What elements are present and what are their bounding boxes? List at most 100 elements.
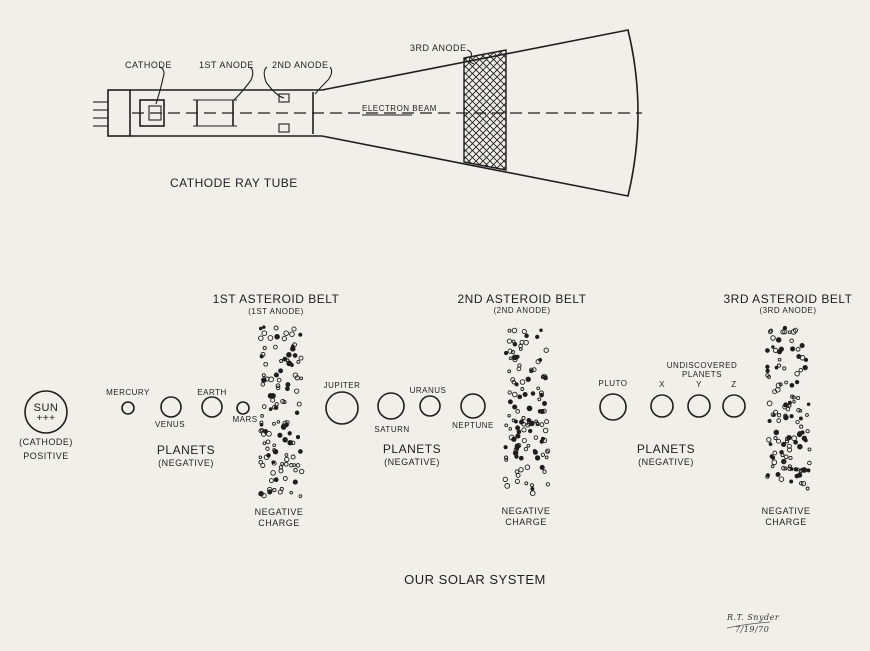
leader-second-anode-plate [314, 66, 333, 95]
planet-earth [201, 396, 223, 418]
asteroid-dot [792, 327, 799, 333]
asteroid-dot [283, 461, 289, 467]
asteroid-dot [507, 328, 512, 333]
asteroid-dot [263, 454, 270, 460]
asteroid-dot [765, 473, 770, 478]
asteroid-dot [258, 335, 264, 341]
asteroid-dot [544, 419, 550, 425]
asteroid-dot [258, 455, 263, 459]
asteroid-dot [515, 425, 521, 431]
asteroid-dot [538, 390, 544, 396]
asteroid-dot [275, 383, 281, 389]
asteroid-dot [533, 435, 539, 440]
asteroid-dot [298, 494, 303, 498]
asteroid-dot [773, 436, 778, 441]
asteroid-dot [774, 365, 779, 370]
asteroid-dot [506, 338, 512, 344]
asteroid-dot [542, 401, 547, 406]
asteroid-dot [521, 427, 527, 433]
asteroid-dot [296, 401, 302, 407]
asteroid-dot [298, 332, 303, 337]
asteroid-dot [784, 380, 788, 385]
asteroid-dot [503, 445, 508, 450]
asteroid-dot [272, 488, 277, 493]
belt-2-subtitle: (2ND ANODE) [493, 306, 551, 315]
asteroid-dot [776, 438, 781, 444]
asteroid-dot [261, 377, 265, 382]
asteroid-dot [295, 463, 301, 468]
asteroid-dot [282, 356, 288, 362]
asteroid-dot [778, 476, 785, 482]
asteroid-dot [765, 348, 770, 353]
label-mercury: MERCURY [106, 388, 150, 397]
asteroid-dot [282, 437, 288, 443]
asteroid-dot [287, 431, 292, 436]
asteroid-dot [518, 347, 523, 351]
asteroid-dot [271, 460, 276, 465]
asteroid-dot [783, 466, 788, 471]
label-saturn: SATURN [374, 425, 410, 434]
asteroid-dot [781, 441, 787, 447]
asteroid-dot [783, 454, 789, 460]
asteroid-dot [789, 338, 794, 343]
asteroid-dot [532, 449, 538, 455]
asteroid-dot [799, 343, 805, 349]
asteroid-dot [523, 446, 529, 452]
asteroid-dot [512, 404, 518, 410]
asteroid-dot [537, 397, 542, 402]
asteroid-dot [787, 403, 792, 408]
asteroid-dot [275, 385, 281, 391]
asteroid-dot [802, 364, 808, 371]
asteroid-dot [281, 335, 287, 342]
asteroid-dot [268, 407, 273, 411]
belt-2-title: 2ND ASTEROID BELT [457, 292, 587, 306]
asteroid-dot [292, 479, 298, 485]
label-earth: EARTH [197, 388, 227, 397]
label-third-anode: 3RD ANODE [410, 43, 467, 53]
belt-2-charge-line2: CHARGE [505, 517, 547, 527]
asteroid-dot [798, 481, 804, 486]
asteroid-dot [273, 372, 279, 378]
asteroid-dot [263, 361, 269, 367]
asteroid-dot [268, 376, 274, 383]
asteroid-dot [781, 466, 786, 471]
asteroid-dot [260, 414, 264, 418]
asteroid-dot [515, 433, 521, 439]
asteroid-dot [507, 348, 513, 354]
planet-venus [160, 396, 182, 418]
asteroid-dot [510, 350, 515, 355]
asteroid-dot [773, 429, 780, 436]
asteroid-dot [259, 354, 264, 359]
asteroid-dot [776, 363, 782, 368]
label-jupiter: JUPITER [323, 381, 361, 390]
asteroid-dot [777, 357, 782, 362]
asteroid-dot [264, 376, 270, 382]
sun-role: (CATHODE) [19, 437, 73, 447]
belt-3-title: 3RD ASTEROID BELT [723, 292, 853, 306]
asteroid-belt-2-dots [502, 327, 551, 497]
solar-system-title: OUR SOLAR SYSTEM [404, 572, 546, 587]
asteroid-dot [523, 339, 529, 346]
asteroid-dot [776, 418, 782, 423]
leader-second-anode [263, 66, 285, 99]
asteroid-dot [516, 366, 522, 372]
label-neptune: NEPTUNE [452, 421, 494, 430]
planets [121, 391, 746, 425]
asteroid-dot [292, 342, 297, 348]
asteroid-belt-3-dots [765, 325, 812, 491]
asteroid-dot [530, 483, 534, 488]
asteroid-dot [786, 434, 792, 441]
belt-2-charge-line1: NEGATIVE [501, 506, 551, 516]
asteroid-dot [798, 367, 804, 373]
asteroid-dot [512, 450, 519, 456]
asteroid-dot [787, 400, 792, 405]
asteroid-dot [522, 391, 528, 398]
asteroid-dot [541, 374, 546, 379]
crt-title: CATHODE RAY TUBE [170, 176, 298, 190]
asteroid-dot [781, 458, 787, 465]
asteroid-dot [514, 382, 519, 387]
asteroid-dot [525, 376, 531, 382]
asteroid-dot [507, 413, 511, 418]
